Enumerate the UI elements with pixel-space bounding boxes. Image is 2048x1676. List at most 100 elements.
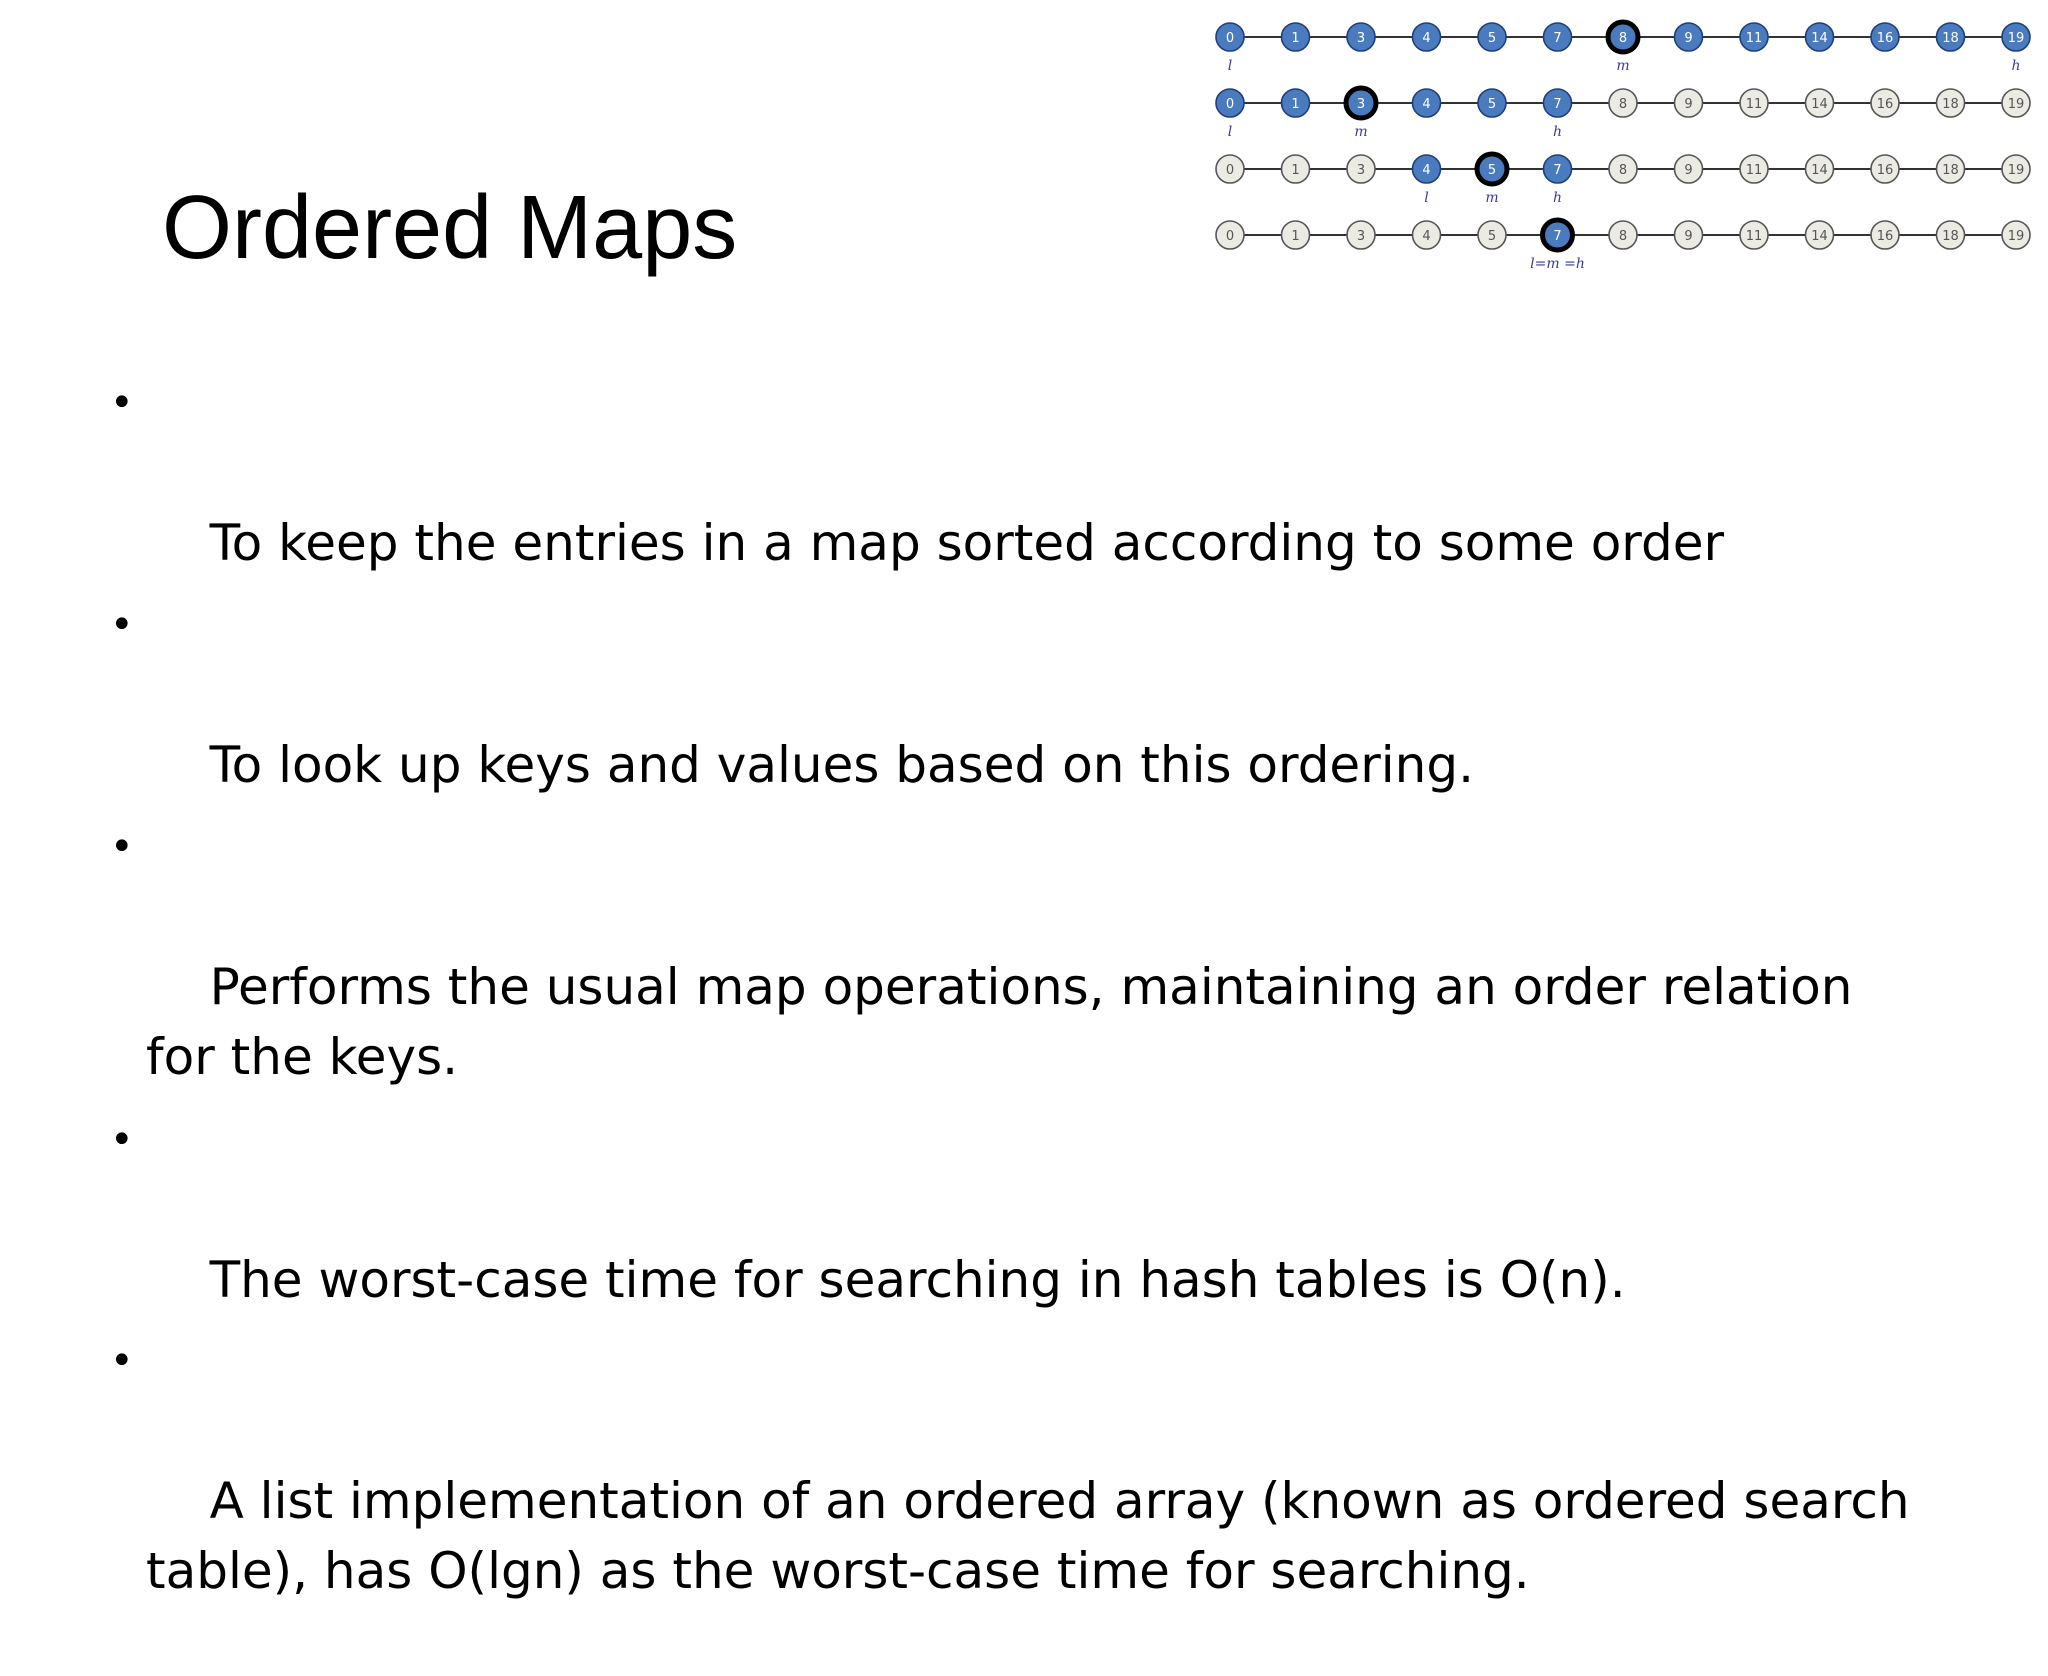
node-circle [1739,22,1769,52]
pointer-label: l [1228,124,1232,140]
node-key-label: 19 [2008,163,2025,178]
node-circle [2001,22,2031,52]
node-circle [1870,220,1900,250]
node-circle [2001,220,2031,250]
node-key-label: 11 [1746,229,1763,244]
node-key-label: 16 [1877,31,1894,46]
bullet-item: • To keep the entries in a map sorted ac… [108,368,2006,648]
bullet-item: • Performs the usual map operations, mai… [108,812,2006,1162]
pointer-label: m [1616,58,1629,74]
node-circle [1870,154,1900,184]
node-key-label: 4 [1422,163,1430,178]
node-circle [1346,22,1376,52]
node-key-label: 18 [1942,31,1959,46]
node-key-label: 18 [1942,97,1959,112]
mid-node-circle [1605,19,1641,55]
mid-node-circle [1540,217,1575,253]
node-key-label: 11 [1746,163,1763,178]
node-key-label: 14 [1811,163,1828,178]
node-circle [1280,220,1311,250]
mid-node-circle [1343,85,1379,121]
node-circle [1935,154,1966,184]
node-circle [1804,220,1835,250]
node-key-label: 1 [1291,97,1299,112]
node-circle [1739,154,1769,184]
node-key-label: 8 [1619,31,1627,46]
node-key-label: 7 [1553,31,1561,46]
bullet-text: To keep the entries in a map sorted acco… [209,514,1725,572]
node-circle [1280,22,1311,52]
slide-title: Ordered Maps [162,178,738,278]
node-circle [1935,220,1966,250]
node-circle [1411,88,1442,118]
bullet-text: The worst-case time for searching in has… [209,1251,1626,1309]
node-key-label: 11 [1746,31,1763,46]
node-circle [1411,220,1442,250]
node-circle [1935,22,1966,52]
node-key-label: 9 [1684,163,1692,178]
node-key-label: 1 [1291,229,1299,244]
node-key-label: 19 [2008,97,2025,112]
node-circle [1673,22,1704,52]
node-circle [1477,22,1507,52]
node-key-label: 1 [1291,31,1299,46]
node-key-label: 5 [1488,97,1496,112]
node-key-label: 0 [1226,229,1234,244]
node-circle [1215,22,1245,52]
node-circle [2001,154,2031,184]
node-key-label: 19 [2008,229,2025,244]
node-circle [1935,88,1966,118]
bullet-text: To look up keys and values based on this… [209,736,1474,794]
bullet-item: • The worst-case time for searching in h… [108,1105,2006,1385]
node-key-label: 18 [1942,229,1959,244]
node-circle [1608,154,1638,184]
node-key-label: 11 [1746,97,1763,112]
pointer-label: l [1424,190,1428,206]
node-key-label: 16 [1877,163,1894,178]
node-key-label: 5 [1488,229,1496,244]
pointer-label: h [1553,124,1562,140]
node-circle [1411,154,1442,184]
pointer-label: l [1228,58,1232,74]
node-circle [1673,220,1704,250]
node-key-label: 18 [1942,163,1959,178]
node-circle [1542,22,1573,52]
node-key-label: 16 [1877,97,1894,112]
node-circle [1739,220,1769,250]
bullet-item: • A list implementation of an ordered ar… [108,1326,2006,1676]
node-key-label: 9 [1684,97,1692,112]
node-key-label: 9 [1684,31,1692,46]
bullet-dot: • [110,602,134,648]
node-circle [1280,88,1311,118]
node-circle [1542,88,1573,118]
node-circle [1411,22,1442,52]
node-key-label: 16 [1877,229,1894,244]
node-key-label: 14 [1811,229,1828,244]
node-key-label: 3 [1357,97,1365,112]
node-key-label: 4 [1422,97,1430,112]
node-key-label: 7 [1553,163,1561,178]
bullet-text: Performs the usual map operations, maint… [146,958,1853,1086]
node-circle [1804,22,1835,52]
node-circle [1608,88,1638,118]
node-circle [1477,88,1507,118]
node-circle [1870,88,1900,118]
node-circle [1215,220,1245,250]
node-key-label: 5 [1488,163,1496,178]
node-key-label: 0 [1226,163,1234,178]
node-key-label: 0 [1226,97,1234,112]
node-key-label: 3 [1357,31,1365,46]
node-circle [1804,88,1835,118]
node-circle [1739,88,1769,118]
node-key-label: 8 [1619,163,1627,178]
node-circle [2001,88,2031,118]
node-key-label: 4 [1422,229,1430,244]
pointer-label: l=m =h [1530,256,1585,272]
node-circle [1608,220,1638,250]
mid-node-circle [1474,151,1510,187]
pointer-label: m [1354,124,1367,140]
pointer-label: h [1553,190,1562,206]
bullet-dot: • [110,1338,134,1384]
node-key-label: 7 [1553,229,1561,244]
